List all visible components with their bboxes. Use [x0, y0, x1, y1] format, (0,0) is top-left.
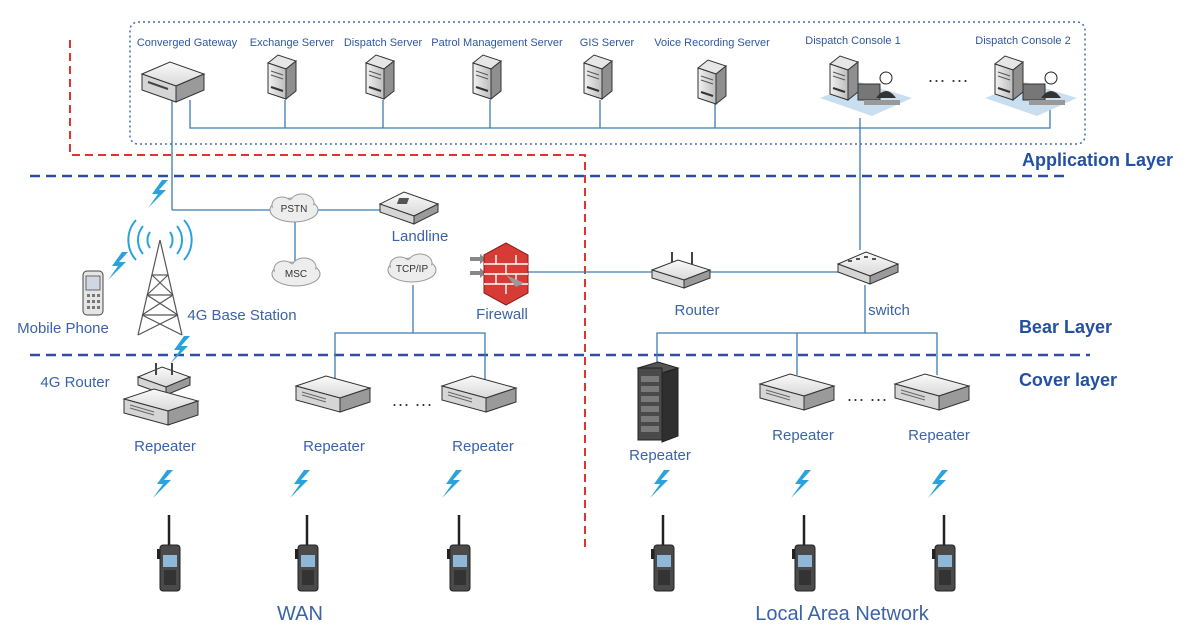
label-exchange-server: Exchange Server — [250, 37, 335, 49]
label-gis-server: GIS Server — [580, 37, 635, 49]
router-icon — [650, 252, 712, 289]
repeater-wan-2-icon — [295, 375, 371, 413]
label-firewall: Firewall — [476, 306, 528, 323]
label-router: Router — [674, 302, 719, 319]
region-label-lan: Local Area Network — [755, 603, 929, 625]
label-repeater-wan-3: Repeater — [452, 438, 514, 455]
svg-text:TCP/IP: TCP/IP — [396, 264, 429, 275]
label-converged-gateway: Converged Gateway — [137, 37, 238, 49]
repeater-wan-1-icon — [123, 388, 199, 426]
dispatch-console-2-icon — [985, 55, 1077, 116]
dispatch-server-icon — [365, 54, 395, 100]
layer-label-cover: Cover layer — [1019, 370, 1117, 390]
label-patrol-management-server: Patrol Management Server — [431, 37, 563, 49]
4g-router-icon — [136, 363, 192, 396]
repeater-wan-3-icon — [441, 375, 517, 413]
landline-icon — [378, 191, 440, 225]
handheld-radio-icon — [930, 513, 957, 593]
label-voice-recording-server: Voice Recording Server — [654, 37, 770, 49]
wireless-signal-icon — [791, 470, 811, 498]
layer-label-application: Application Layer — [1022, 150, 1173, 170]
handheld-radio-icon — [293, 513, 320, 593]
wireless-signal-icon — [290, 470, 310, 498]
msc-cloud-icon: MSC — [271, 257, 321, 287]
exchange-server-icon — [267, 54, 297, 100]
wireless-signal-icon — [928, 470, 948, 498]
label-landline: Landline — [392, 228, 449, 245]
label-dispatch-server: Dispatch Server — [344, 37, 423, 49]
label-repeater-wan-2: Repeater — [303, 438, 365, 455]
consoles-ellipsis: ··· ··· — [928, 70, 969, 90]
pstn-cloud-icon: PSTN — [269, 193, 319, 223]
label-repeater-lan-2: Repeater — [772, 427, 834, 444]
wan-boundary — [69, 40, 586, 548]
base-station-tower-icon — [127, 219, 193, 336]
layer-label-bear: Bear Layer — [1019, 317, 1112, 337]
mobile-phone-icon — [82, 270, 104, 316]
label-repeater-lan-3: Repeater — [908, 427, 970, 444]
switch-icon — [836, 251, 900, 285]
label-dispatch-console-1: Dispatch Console 1 — [805, 35, 900, 47]
repeater-lan-3-icon — [894, 373, 970, 411]
wires — [171, 100, 1051, 390]
wireless-signal-icon — [442, 470, 462, 498]
repeaters-wan-ellipsis: ··· ··· — [392, 394, 433, 414]
voice-recording-server-icon — [697, 59, 727, 105]
handheld-radio-icon — [155, 513, 182, 593]
converged-gateway-icon — [140, 61, 206, 103]
tcpip-cloud-icon: TCP/IP — [387, 253, 437, 283]
svg-text:PSTN: PSTN — [281, 204, 308, 215]
label-dispatch-console-2: Dispatch Console 2 — [975, 35, 1070, 47]
gis-server-icon — [583, 54, 613, 100]
wireless-signal-icon — [170, 336, 190, 364]
handheld-radio-icon — [790, 513, 817, 593]
label-switch: switch — [868, 302, 910, 319]
svg-text:MSC: MSC — [285, 269, 307, 280]
repeater-lan-2-icon — [759, 373, 835, 411]
region-label-wan: WAN — [277, 603, 323, 625]
repeater-lan-1-icon — [636, 361, 680, 443]
label-4g-base-station: 4G Base Station — [187, 307, 296, 324]
label-4g-router: 4G Router — [40, 374, 109, 391]
label-mobile-phone: Mobile Phone — [17, 320, 109, 337]
handheld-radio-icon — [649, 513, 676, 593]
handheld-radio-icon — [445, 513, 472, 593]
label-repeater-lan-1: Repeater — [629, 447, 691, 464]
dispatch-console-1-icon — [820, 55, 912, 116]
firewall-icon — [470, 242, 529, 306]
repeaters-lan-ellipsis: ··· ··· — [847, 389, 888, 409]
label-repeater-wan-1: Repeater — [134, 438, 196, 455]
wireless-signal-icon — [108, 252, 128, 280]
patrol-management-server-icon — [472, 54, 502, 100]
wireless-signal-icon — [153, 470, 173, 498]
wireless-signal-icon — [148, 180, 168, 208]
wireless-signal-icon — [650, 470, 670, 498]
